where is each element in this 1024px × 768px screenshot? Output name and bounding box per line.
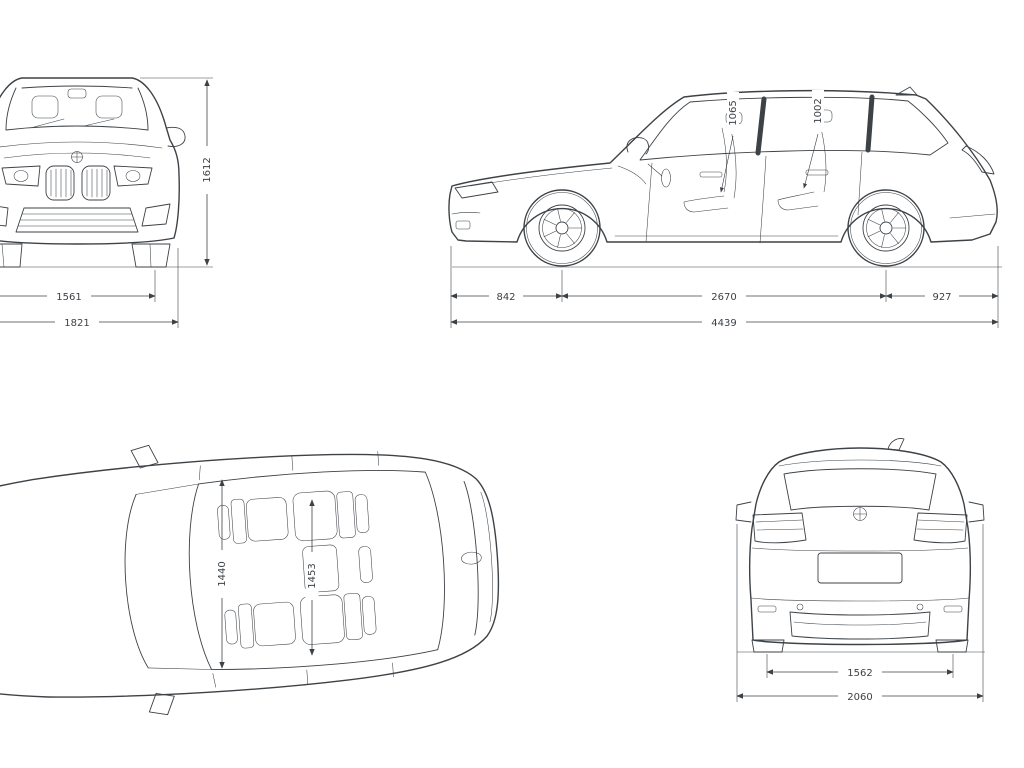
top-mirror-left — [130, 444, 159, 469]
headlights — [1, 165, 153, 187]
dim-rows-rear: 1562 2060 — [736, 524, 984, 703]
dim-label-width-incl-mirrors: 2060 — [847, 692, 872, 703]
front-door-handle — [699, 171, 723, 178]
dim-label-overall-length: 4439 — [711, 318, 736, 329]
side-mirror — [626, 137, 650, 155]
rear-antenna-fin — [887, 438, 905, 451]
dim-label-rear-headroom: 1002 — [813, 98, 824, 123]
dim-label-rear-overhang: 927 — [932, 292, 951, 303]
rear-taillights — [752, 512, 968, 544]
antenna-fin — [895, 86, 918, 96]
kidney-grille — [45, 165, 111, 201]
rear-view-car-outline — [735, 438, 985, 653]
dim-rows-side: 842 2670 927 4439 — [450, 246, 999, 329]
dim-label-rear-track: 1562 — [847, 668, 872, 679]
dim-label-front-overhang: 842 — [496, 292, 515, 303]
c-pillar — [865, 94, 875, 153]
dim-front-track: 1561 — [0, 270, 156, 303]
top-view-car — [0, 444, 500, 716]
front-view-car-outline — [0, 77, 180, 245]
dim-rear-interior-width: 1453 — [305, 499, 319, 656]
rear-wheel — [847, 189, 925, 267]
side-headlight — [454, 181, 499, 199]
rear-window — [783, 468, 937, 511]
license-plate-recess — [817, 552, 903, 584]
side-view-interior — [617, 109, 833, 213]
rear-roundel — [853, 507, 867, 521]
front-view: 1612 1561 1821 — [0, 77, 213, 329]
brand-roundel — [71, 151, 83, 163]
side-view: 1065 1002 842 2670 927 4439 — [448, 86, 1002, 329]
dim-label-overall-width: 1821 — [64, 318, 89, 329]
top-mirror-right — [148, 692, 175, 716]
rearview-mirror — [67, 88, 87, 99]
dim-label-rear-interior-width: 1453 — [307, 563, 318, 588]
dim-front-interior-width: 1440 — [215, 479, 229, 669]
front-view-mirrors — [165, 126, 186, 147]
rear-wheels — [751, 639, 969, 653]
top-view-seats — [217, 490, 377, 649]
front-view-headrests — [31, 88, 123, 119]
dim-label-overall-height: 1612 — [202, 157, 213, 182]
front-wheel — [523, 189, 601, 267]
dim-front-headroom: 1065 — [719, 92, 739, 193]
dim-overall-height: 1612 — [0, 77, 213, 268]
rear-view: 1562 2060 — [735, 438, 985, 703]
rear-mirrors — [735, 501, 985, 523]
dim-label-front-interior-width: 1440 — [217, 561, 228, 586]
dim-overall-width: 1821 — [0, 248, 179, 329]
b-pillar — [755, 96, 767, 156]
dim-label-wheelbase: 2670 — [711, 292, 736, 303]
front-view-wheels — [0, 243, 171, 268]
taillight-side — [961, 145, 995, 175]
front-bumper-intakes — [0, 203, 171, 233]
rear-door-handle — [805, 169, 829, 176]
top-antenna — [461, 551, 482, 565]
dim-label-front-headroom: 1065 — [728, 100, 739, 125]
rear-diffuser — [789, 611, 931, 640]
dim-rear-headroom: 1002 — [803, 90, 824, 189]
side-view-car-outline — [448, 86, 998, 244]
dim-label-front-track: 1561 — [56, 292, 81, 303]
top-view: 1440 1453 — [0, 444, 500, 716]
